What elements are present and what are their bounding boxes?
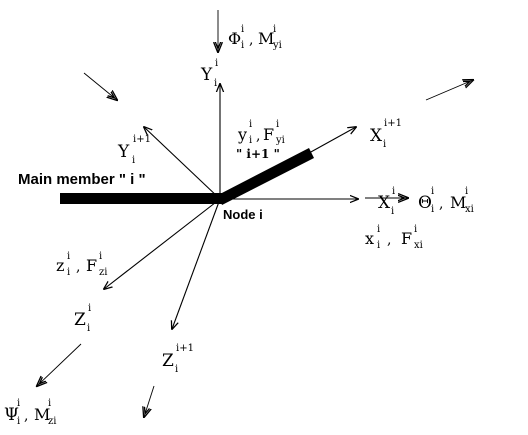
axis-z-local <box>172 198 221 329</box>
load-arrow-z-local <box>144 385 155 417</box>
svg-text:i+1: i+1 <box>133 134 151 145</box>
label-Z-global: Z i i <box>74 303 91 334</box>
label-Y-global: Y i i <box>200 58 218 89</box>
svg-text:i: i <box>17 416 20 427</box>
svg-text:Z: Z <box>162 351 174 371</box>
svg-text:i: i <box>88 303 91 314</box>
svg-text:i+1: i+1 <box>384 118 402 129</box>
label-Z-local: Z i+1 i <box>162 343 194 375</box>
svg-text:i: i <box>383 139 386 150</box>
svg-text:x: x <box>365 229 374 248</box>
svg-text:F: F <box>401 229 412 248</box>
svg-text:i: i <box>175 364 178 375</box>
svg-text:i+1: i+1 <box>176 343 194 354</box>
svg-text:Y: Y <box>200 65 213 85</box>
svg-text:,: , <box>439 196 443 212</box>
svg-text:X: X <box>378 193 391 213</box>
label-z-Fz: z i i , F i zi <box>56 251 107 278</box>
label-y-Fy: y i i , F i yi <box>237 119 285 146</box>
svg-text:i: i <box>87 323 90 334</box>
svg-text:z: z <box>56 256 64 275</box>
svg-text:,: , <box>387 232 391 248</box>
svg-text:M: M <box>450 193 466 212</box>
svg-text:i: i <box>391 206 394 217</box>
main-member-label: Main member " i " <box>18 171 146 188</box>
svg-text:i: i <box>67 251 70 262</box>
svg-text:xi: xi <box>414 240 423 251</box>
svg-text:xi: xi <box>465 204 474 215</box>
svg-text:Ψ: Ψ <box>4 405 19 425</box>
axis-y-local <box>144 127 221 200</box>
label-Y-local: Y i+1 i <box>117 134 151 166</box>
member-i-plus-1-bar <box>218 148 314 205</box>
svg-text:i: i <box>241 40 244 51</box>
member-i-plus-1-label: " i+1 " <box>236 147 280 161</box>
svg-text:F: F <box>263 125 274 144</box>
label-X-local: X i+1 i <box>370 118 402 150</box>
svg-text:i: i <box>414 224 417 235</box>
svg-text:,: , <box>256 128 260 144</box>
label-X-global: X i i <box>378 186 395 217</box>
svg-text:zi: zi <box>99 267 107 278</box>
svg-text:i: i <box>214 78 217 89</box>
svg-text:Z: Z <box>74 310 86 330</box>
load-arrow-x-local <box>425 80 473 101</box>
main-member-bar <box>60 193 222 204</box>
svg-text:y: y <box>237 125 247 144</box>
svg-text:i: i <box>276 119 279 130</box>
label-psi-Mz: Ψ i i , M i zi <box>4 398 56 427</box>
svg-text:F: F <box>86 256 97 275</box>
svg-text:i: i <box>431 204 434 215</box>
axis-z-global <box>104 198 221 289</box>
svg-text:i: i <box>48 398 51 409</box>
svg-text:i: i <box>377 240 380 251</box>
svg-text:i: i <box>249 135 252 146</box>
svg-text:,: , <box>249 32 253 48</box>
svg-text:Y: Y <box>117 142 130 162</box>
svg-text:i: i <box>132 155 135 166</box>
svg-text:i: i <box>215 58 218 69</box>
svg-text:i: i <box>465 186 468 197</box>
label-phi-My: Φ i i , M i yi <box>228 24 282 51</box>
node-label: Node i <box>223 207 263 222</box>
svg-text:i: i <box>392 186 395 197</box>
label-x-Fx: x i i , F i xi <box>365 224 423 251</box>
svg-text:i: i <box>99 251 102 262</box>
svg-text:Θ: Θ <box>418 193 432 213</box>
load-arrow-y-local <box>83 72 117 100</box>
label-theta-Mx: Θ i i , M i xi <box>418 186 474 215</box>
svg-text:X: X <box>370 126 383 146</box>
svg-text:M: M <box>34 405 50 424</box>
svg-text:M: M <box>258 29 274 48</box>
svg-text:,: , <box>76 259 80 275</box>
svg-text:,: , <box>24 408 28 424</box>
svg-text:i: i <box>67 267 70 278</box>
svg-text:i: i <box>17 398 20 409</box>
svg-text:zi: zi <box>48 416 56 427</box>
axis-x-local <box>299 127 356 159</box>
moment-arrow-z <box>37 343 82 386</box>
svg-text:i: i <box>431 186 434 197</box>
svg-text:yi: yi <box>272 40 282 51</box>
svg-text:i: i <box>241 24 244 35</box>
svg-text:yi: yi <box>275 135 285 146</box>
svg-text:i: i <box>377 224 380 235</box>
svg-text:i: i <box>249 119 252 130</box>
svg-text:Φ: Φ <box>228 29 241 48</box>
svg-text:i: i <box>273 24 276 35</box>
